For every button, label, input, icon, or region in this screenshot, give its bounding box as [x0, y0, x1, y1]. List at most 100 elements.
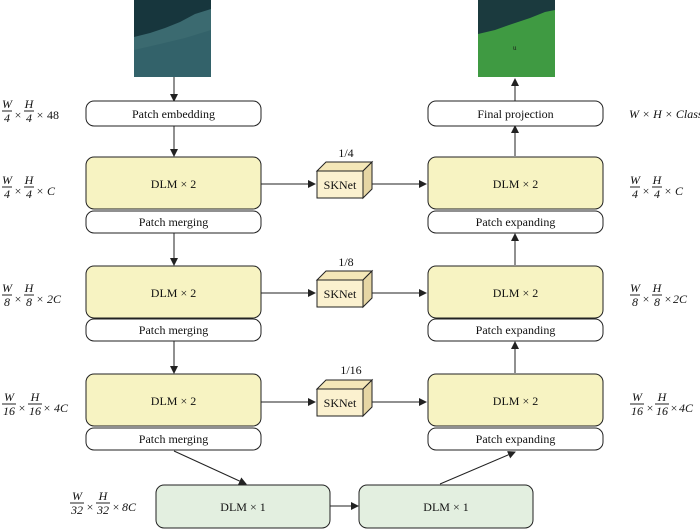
skip-scale-label: 1/4	[338, 146, 353, 160]
bottleneck-right: DLM × 1	[358, 484, 534, 529]
encoder-dlm-label: DLM × 2	[151, 177, 196, 191]
sknet-skip-3: 1/16 SKNet	[315, 363, 374, 418]
svg-text:2C: 2C	[47, 292, 62, 306]
dim-left-2: W 8 × H 8 × 2C	[2, 281, 62, 309]
output-image: u	[478, 0, 555, 77]
svg-text:×: ×	[19, 401, 26, 415]
svg-text:×: ×	[665, 292, 672, 306]
patch-merging-label: Patch merging	[139, 323, 208, 337]
dim-right-1: W 4 × H 4 × C	[630, 173, 684, 201]
svg-text:×: ×	[15, 292, 22, 306]
svg-text:16: 16	[3, 404, 15, 418]
svg-text:H: H	[652, 173, 663, 187]
svg-text:4: 4	[654, 187, 660, 201]
svg-text:4: 4	[4, 111, 10, 125]
encoder-stage-3: DLM × 2 Patch merging	[85, 373, 262, 451]
dim-embed: W 4 × H 4 × 48	[2, 97, 59, 125]
patch-expanding-label: Patch expanding	[476, 323, 556, 337]
svg-text:W: W	[2, 281, 13, 295]
patch-expanding-label: Patch expanding	[476, 215, 556, 229]
svg-text:H: H	[24, 281, 35, 295]
svg-text:W: W	[72, 489, 83, 503]
svg-text:8: 8	[4, 295, 10, 309]
svg-text:8: 8	[26, 295, 32, 309]
encoder-stage-1: DLM × 2 Patch merging	[85, 156, 262, 234]
encoder-stage-2: DLM × 2 Patch merging	[85, 265, 262, 342]
svg-text:W: W	[2, 97, 13, 111]
svg-text:×: ×	[647, 401, 654, 415]
dim-output: W × H × Class	[629, 107, 700, 121]
svg-text:4: 4	[4, 187, 10, 201]
dim-right-3: W 16 × H 16 × 4C	[630, 390, 694, 418]
svg-text:H: H	[30, 390, 41, 404]
sknet-label: SKNet	[324, 287, 357, 301]
encoder-dlm-label: DLM × 2	[151, 394, 196, 408]
sknet-label: SKNet	[324, 396, 357, 410]
encoder-dlm-label: DLM × 2	[151, 286, 196, 300]
skip-scale-label: 1/8	[338, 255, 353, 269]
bottleneck-dlm-label: DLM × 1	[220, 500, 265, 514]
final-projection-label: Final projection	[477, 107, 553, 121]
svg-text:32: 32	[70, 503, 83, 517]
svg-text:4: 4	[26, 111, 32, 125]
svg-text:4: 4	[26, 187, 32, 201]
svg-text:×: ×	[37, 184, 44, 198]
patch-merging-label: Patch merging	[139, 432, 208, 446]
sknet-skip-2: 1/8 SKNet	[315, 255, 374, 309]
svg-text:C: C	[675, 184, 684, 198]
svg-text:48: 48	[47, 108, 59, 122]
patch-merging-label: Patch merging	[139, 215, 208, 229]
svg-text:8: 8	[632, 295, 638, 309]
svg-text:×: ×	[643, 292, 650, 306]
sknet-skip-1: 1/4 SKNet	[315, 146, 374, 200]
decoder-stage-2: DLM × 2 Patch expanding	[427, 265, 604, 342]
dim-left-3: W 16 × H 16 × 4C	[2, 390, 69, 418]
svg-text:2C: 2C	[673, 292, 688, 306]
svg-text:W: W	[2, 173, 13, 187]
svg-text:W × H × Class: W × H × Class	[629, 107, 700, 121]
svg-text:H: H	[652, 281, 663, 295]
svg-text:×: ×	[44, 401, 51, 415]
svg-text:×: ×	[37, 108, 44, 122]
decoder-dlm-label: DLM × 2	[493, 177, 538, 191]
svg-text:×: ×	[37, 292, 44, 306]
svg-text:W: W	[4, 390, 15, 404]
bottleneck-dlm-label: DLM × 1	[423, 500, 468, 514]
patch-embedding-block: Patch embedding	[85, 100, 262, 127]
svg-text:4: 4	[632, 187, 638, 201]
decoder-dlm-label: DLM × 2	[493, 394, 538, 408]
svg-text:H: H	[657, 390, 668, 404]
patch-embedding-label: Patch embedding	[132, 107, 215, 121]
svg-text:H: H	[98, 489, 109, 503]
svg-text:W: W	[630, 281, 641, 295]
svg-text:4C: 4C	[54, 401, 69, 415]
svg-text:×: ×	[643, 184, 650, 198]
bottleneck-left: DLM × 1	[155, 484, 331, 529]
decoder-stage-1: DLM × 2 Patch expanding	[427, 156, 604, 234]
final-projection-block: Final projection	[427, 100, 604, 127]
svg-text:32: 32	[96, 503, 109, 517]
svg-text:×: ×	[665, 184, 672, 198]
svg-text:W: W	[632, 390, 643, 404]
svg-text:8: 8	[654, 295, 660, 309]
svg-text:u: u	[513, 44, 517, 52]
connectors	[170, 77, 519, 510]
svg-text:×: ×	[671, 401, 678, 415]
dim-bottom: W 32 × H 32 × 8C	[70, 489, 137, 517]
svg-text:H: H	[24, 97, 35, 111]
decoder-stage-3: DLM × 2 Patch expanding	[427, 373, 604, 451]
svg-text:16: 16	[29, 404, 41, 418]
svg-text:W: W	[630, 173, 641, 187]
input-image	[134, 0, 211, 77]
svg-text:×: ×	[87, 500, 94, 514]
svg-text:H: H	[24, 173, 35, 187]
dim-left-1: W 4 × H 4 × C	[2, 173, 56, 201]
dim-right-2: W 8 × H 8 × 2C	[630, 281, 688, 309]
patch-expanding-label: Patch expanding	[476, 432, 556, 446]
svg-text:16: 16	[656, 404, 668, 418]
skip-scale-label: 1/16	[340, 363, 361, 377]
svg-text:×: ×	[113, 500, 120, 514]
svg-text:C: C	[47, 184, 56, 198]
svg-text:8C: 8C	[122, 500, 137, 514]
